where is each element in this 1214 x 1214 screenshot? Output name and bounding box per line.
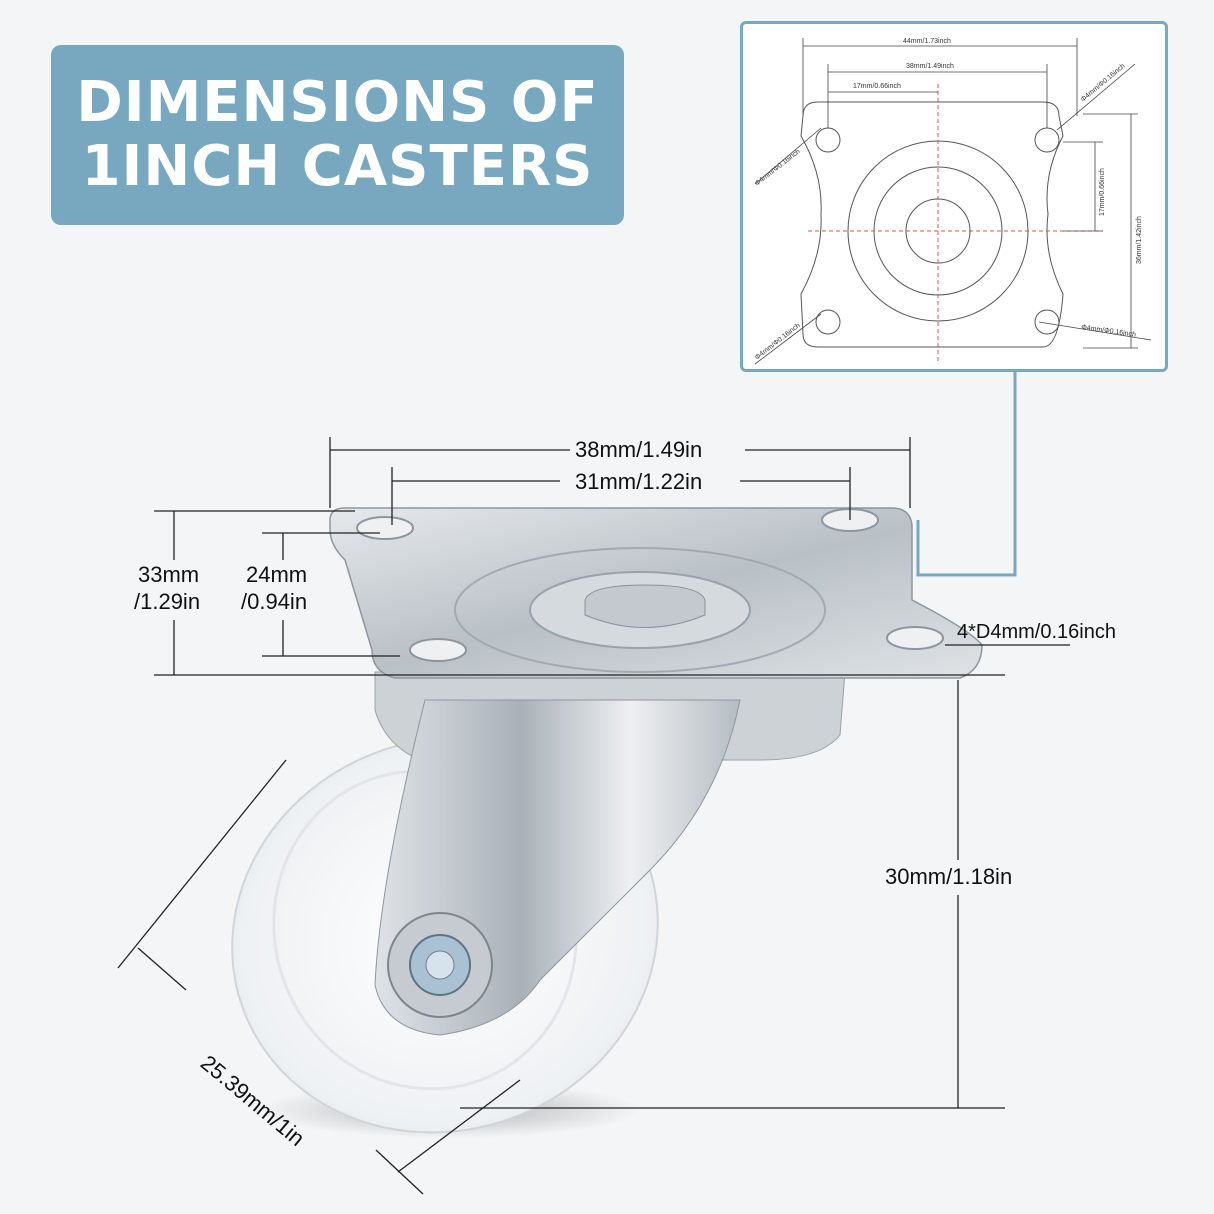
- dim-plate-height-left-a: 33mm: [138, 562, 200, 587]
- side-hole-br: [886, 626, 944, 650]
- side-hole-bl: [409, 638, 467, 662]
- plate-dim-width-holes: 38mm/1.49inch: [906, 63, 954, 70]
- plate-dim-height-half: 17mm/0.66inch: [1099, 168, 1106, 216]
- plate-outline: [800, 101, 1064, 348]
- plate-drawing-frame: 44mm/1.73inch 38mm/1.49inch 17mm/0.66inc…: [740, 21, 1168, 372]
- plate-ring-outer: [454, 547, 826, 673]
- plate-drawing: 44mm/1.73inch 38mm/1.49inch 17mm/0.66inc…: [754, 38, 1152, 365]
- dim-overall-height: 30mm/1.18in: [885, 864, 1013, 889]
- side-hole-tl: [356, 516, 414, 540]
- dim-top-width: 38mm/1.49in: [575, 437, 703, 462]
- dim-holes: 4*D4mm/0.16inch: [957, 621, 1116, 643]
- dim-plate-height-inner-a: 24mm: [246, 562, 308, 587]
- title-line-1: DIMENSIONS OF: [76, 70, 599, 135]
- plate-dim-half-width: 17mm/0.66inch: [853, 83, 901, 90]
- plate-dim-height-total: 36mm/1.42inch: [1136, 216, 1143, 264]
- dim-hole-spacing: 31mm/1.22in: [575, 469, 703, 494]
- title-line-2: 1INCH CASTERS: [81, 134, 594, 199]
- title-banner: DIMENSIONS OF 1INCH CASTERS: [51, 45, 624, 225]
- plate-hole-bl: [815, 309, 841, 335]
- dim-plate-height-inner-b: /0.94in: [241, 589, 308, 614]
- plate-dim-width-outer: 44mm/1.73inch: [903, 38, 951, 45]
- kingpin: [584, 584, 706, 628]
- plate-hole-br: [1034, 309, 1060, 335]
- dim-plate-height-left-b: /1.29in: [134, 589, 201, 614]
